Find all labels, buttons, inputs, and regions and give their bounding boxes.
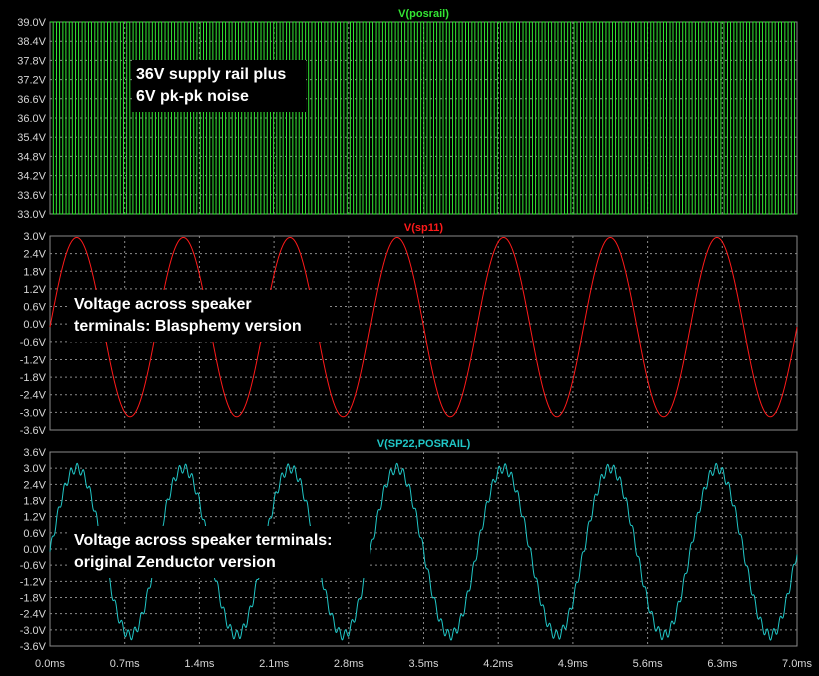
y-tick-label: 1.2V	[23, 512, 46, 524]
series-line[interactable]	[49, 236, 798, 418]
y-tick-label: 36.6V	[17, 94, 46, 106]
x-tick-label: 4.2ms	[483, 658, 513, 670]
plot-title: V(SP22,POSRAIL)	[377, 438, 471, 450]
y-tick-label: 3.6V	[23, 447, 46, 459]
y-tick-label: -0.6V	[20, 337, 47, 349]
annotation-text: terminals: Blasphemy version	[74, 318, 302, 335]
annotation-box	[70, 526, 370, 578]
y-tick-label: 35.4V	[17, 132, 46, 144]
annotation-box	[132, 60, 306, 112]
plot-title: V(sp11)	[404, 222, 443, 234]
annotation-text: original Zenductor version	[74, 554, 276, 571]
y-tick-label: 3.0V	[23, 463, 46, 475]
y-tick-label: -1.8V	[20, 372, 47, 384]
series-line[interactable]	[49, 462, 798, 641]
chart-panel-1: 39.0V 38.4V 37.8V 37.2V 36.6V 36.0V 35.4V 34.8V…	[17, 8, 798, 221]
chart-panel-2: 3.0V 2.4V 1.8V 1.2V 0.6V 0.0V -0.6V -1.2V -1.8V -…	[20, 222, 798, 437]
y-tick-label: 1.8V	[23, 496, 46, 508]
annotation-text: Voltage across speaker terminals:	[74, 532, 333, 549]
y-tick-label: -0.6V	[20, 560, 47, 572]
y-tick-label: 33.6V	[17, 190, 46, 202]
x-tick-label: 3.5ms	[409, 658, 439, 670]
y-tick-label: 2.4V	[23, 249, 46, 261]
y-tick-label: 1.8V	[23, 266, 46, 278]
annotation-text: 36V supply rail plus	[136, 66, 286, 83]
y-tick-label: 37.2V	[17, 75, 46, 87]
y-tick-label: 3.0V	[23, 231, 46, 243]
annotation-text: 6V pk-pk noise	[136, 88, 249, 105]
y-tick-label: -3.0V	[20, 407, 47, 419]
y-tick-label: -2.4V	[20, 390, 47, 402]
y-tick-label: 1.2V	[23, 284, 46, 296]
y-tick-label: 33.0V	[17, 209, 46, 221]
annotation-text: Voltage across speaker	[74, 296, 252, 313]
chart-panel-3: 3.6V 3.0V 2.4V 1.8V 1.2V 0.6V 0.0V -0.6V -1.2V -1…	[20, 438, 798, 653]
y-tick-label: 2.4V	[23, 479, 46, 491]
x-tick-label: 1.4ms	[184, 658, 214, 670]
x-tick-label: 7.0ms	[782, 658, 812, 670]
x-tick-label: 2.8ms	[334, 658, 364, 670]
y-tick-label: 39.0V	[17, 17, 46, 29]
y-tick-label: 38.4V	[17, 36, 46, 48]
y-tick-label: 0.0V	[23, 544, 46, 556]
x-tick-label: 0.7ms	[110, 658, 140, 670]
y-tick-label: -2.4V	[20, 609, 47, 621]
y-tick-label: -1.8V	[20, 593, 47, 605]
x-tick-label: 2.1ms	[259, 658, 289, 670]
y-tick-label: -1.2V	[20, 354, 47, 366]
x-tick-label: 0.0ms	[35, 658, 65, 670]
y-tick-label: -3.0V	[20, 625, 47, 637]
annotation-box	[70, 290, 330, 342]
y-tick-label: 0.6V	[23, 528, 46, 540]
y-tick-label: -1.2V	[20, 576, 47, 588]
y-tick-label: -3.6V	[20, 641, 47, 653]
y-tick-label: -3.6V	[20, 425, 47, 437]
y-tick-label: 0.6V	[23, 302, 46, 314]
x-tick-label: 6.3ms	[707, 658, 737, 670]
y-tick-label: 37.8V	[17, 55, 46, 67]
y-tick-label: 36.0V	[17, 113, 46, 125]
y-tick-label: 34.2V	[17, 171, 46, 183]
y-tick-label: 34.8V	[17, 151, 46, 163]
x-tick-label: 5.6ms	[633, 658, 663, 670]
y-tick-label: 0.0V	[23, 319, 46, 331]
plot-title: V(posrail)	[398, 8, 449, 20]
x-tick-label: 4.9ms	[558, 658, 588, 670]
series-line[interactable]	[50, 21, 797, 215]
